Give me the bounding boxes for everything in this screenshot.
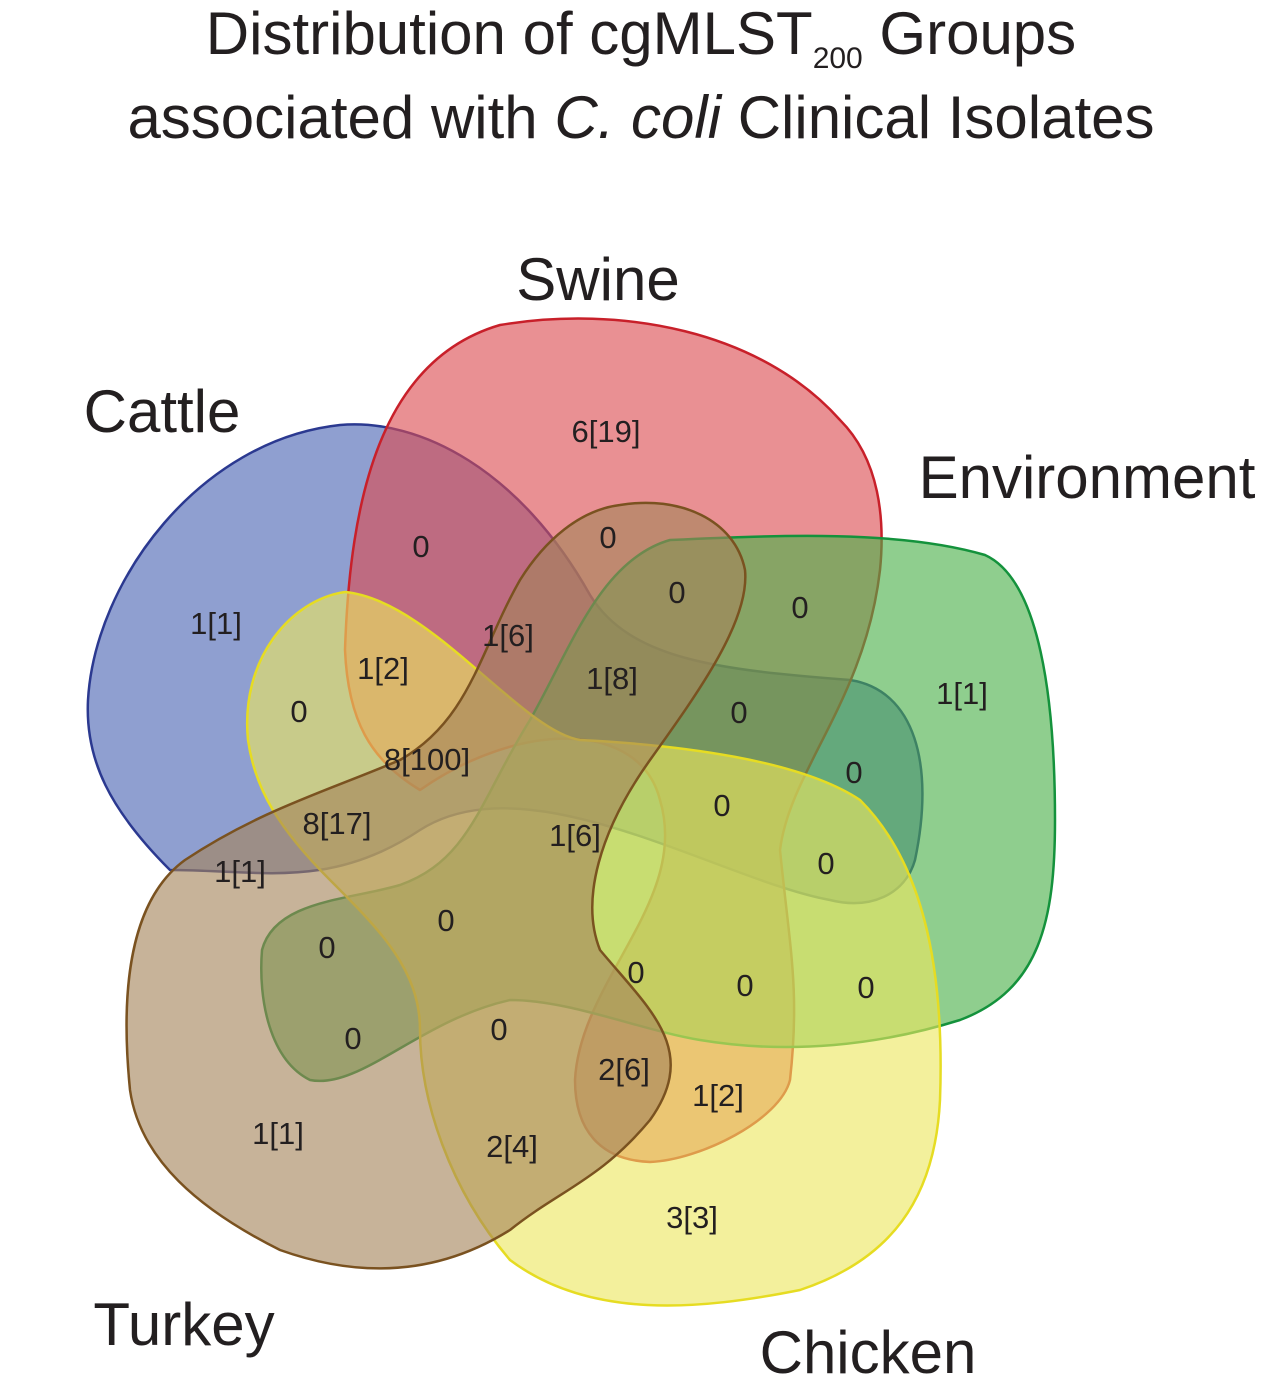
- region-count: 1[8]: [586, 661, 638, 696]
- turkey-set-shape: [125, 501, 747, 1270]
- region-count: 8[100]: [384, 742, 470, 777]
- region-count: 0: [668, 575, 685, 610]
- region-count: 0: [490, 1012, 507, 1047]
- region-count: 3[3]: [666, 1200, 718, 1235]
- set-label-swine: Swine: [516, 246, 679, 313]
- region-count: 0: [344, 1021, 361, 1056]
- region-count: 1[6]: [482, 618, 534, 653]
- region-count: 0: [817, 846, 834, 881]
- title-line-2: associated with C. coli Clinical Isolate…: [127, 84, 1154, 151]
- region-count: 0: [736, 968, 753, 1003]
- set-label-cattle: Cattle: [84, 378, 241, 445]
- set-label-chicken: Chicken: [760, 1319, 977, 1378]
- region-count: 0: [290, 694, 307, 729]
- region-count: 0: [730, 695, 747, 730]
- region-count: 1[1]: [936, 676, 988, 711]
- region-count: 0: [857, 970, 874, 1005]
- region-count: 0: [318, 930, 335, 965]
- region-count: 0: [791, 590, 808, 625]
- region-count: 0: [599, 520, 616, 555]
- set-label-turkey: Turkey: [93, 1291, 274, 1358]
- region-count: 1[1]: [190, 606, 242, 641]
- region-count: 0: [627, 955, 644, 990]
- region-count: 0: [713, 788, 730, 823]
- region-count: 1[6]: [549, 818, 601, 853]
- region-count: 1[2]: [357, 651, 409, 686]
- region-count: 1[1]: [214, 854, 266, 889]
- region-counts: 6[19] 0 0 0 0 1[1] 1[6] 1[2] 1[8] 1[1] 0…: [190, 414, 988, 1235]
- region-count: 2[4]: [486, 1129, 538, 1164]
- region-count: 2[6]: [598, 1052, 650, 1087]
- title-line-1: Distribution of cgMLST200 Groups: [206, 0, 1076, 75]
- region-count: 0: [437, 903, 454, 938]
- region-count: 0: [412, 529, 429, 564]
- set-shapes: [86, 317, 1057, 1307]
- region-count: 8[17]: [303, 806, 372, 841]
- set-labels: Cattle Swine Environment Chicken Turkey: [84, 246, 1256, 1378]
- region-count: 6[19]: [572, 414, 641, 449]
- region-count: 0: [845, 755, 862, 790]
- set-label-environment: Environment: [919, 444, 1256, 511]
- region-count: 1[2]: [692, 1078, 744, 1113]
- region-count: 1[1]: [252, 1116, 304, 1151]
